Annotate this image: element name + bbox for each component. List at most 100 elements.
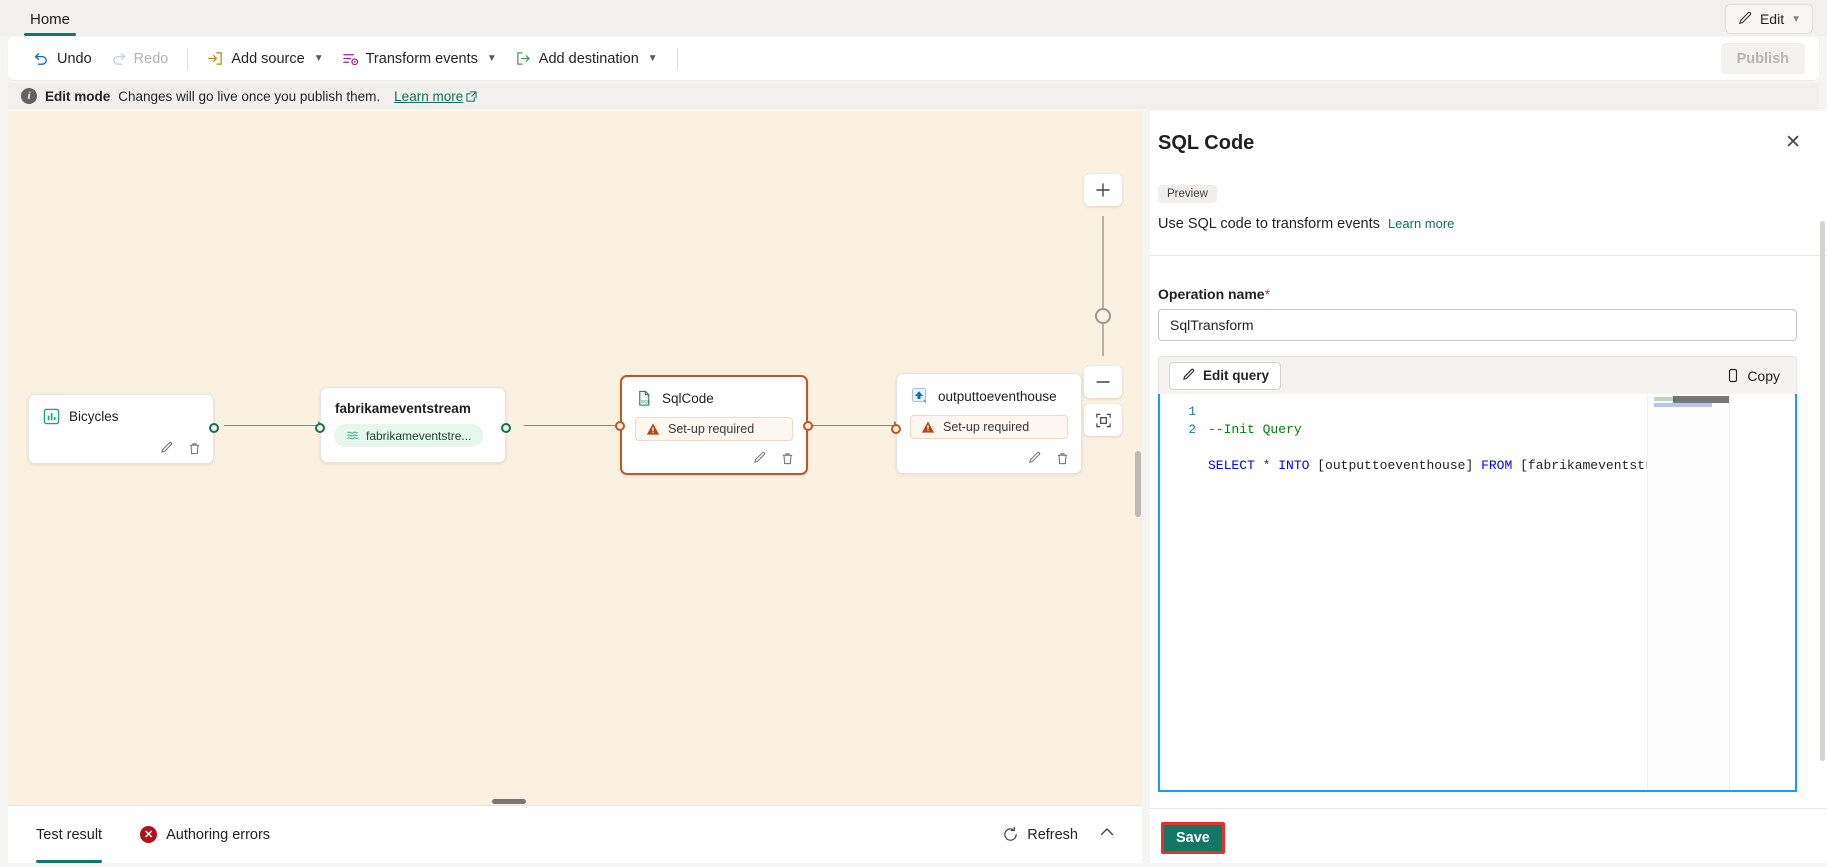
banner-learn-more-label: Learn more: [394, 88, 464, 104]
save-button[interactable]: Save: [1161, 822, 1225, 854]
editor-minimap-slider[interactable]: [1729, 394, 1795, 790]
tab-home[interactable]: Home: [24, 2, 77, 36]
banner-mode-label: Edit mode: [45, 88, 111, 104]
panel-description-text: Use SQL code to transform events: [1158, 216, 1380, 232]
svg-text:SQL: SQL: [641, 399, 651, 405]
edit-button-label: Edit: [1759, 11, 1785, 27]
node-fabrikameventstream-label: fabrikameventstream: [335, 401, 471, 416]
sql-code-editor[interactable]: 1 2 --Init Query SELECT * INTO [outputto…: [1158, 394, 1797, 792]
node-sqlcode-status: Set-up required: [635, 417, 793, 441]
add-destination-label: Add destination: [538, 50, 639, 67]
collapse-panel-button[interactable]: [1094, 819, 1120, 850]
zoom-slider-track: [1102, 216, 1104, 356]
node-sqlcode-label: SqlCode: [662, 391, 714, 406]
operation-name-label: Operation name*: [1158, 286, 1270, 302]
chart-icon: [43, 408, 60, 425]
panel-title: SQL Code: [1158, 132, 1255, 154]
undo-icon: [34, 53, 47, 65]
node-input-port[interactable]: [891, 424, 901, 434]
add-source-button[interactable]: Add source ▼: [198, 44, 332, 74]
eventhouse-icon: [912, 388, 927, 403]
zoom-slider[interactable]: [1084, 212, 1122, 360]
top-tab-strip: Home Edit ▼: [0, 0, 1827, 36]
fit-to-screen-button[interactable]: [1084, 404, 1122, 436]
required-marker: *: [1264, 286, 1271, 302]
command-bar: Undo Redo Add source ▼ Transform eve: [8, 37, 1819, 80]
node-fabrikameventstream[interactable]: fabrikameventstream fabrikameventstre...: [315, 387, 511, 463]
panel-resize-handle[interactable]: [492, 799, 526, 804]
copy-label: Copy: [1747, 367, 1780, 384]
publish-button[interactable]: Publish: [1720, 43, 1805, 74]
delete-icon[interactable]: [780, 451, 795, 466]
add-source-icon: [208, 52, 223, 65]
node-sqlcode-title: SQL SqlCode: [622, 377, 806, 407]
editor-horizontal-scrollbar[interactable]: [1673, 396, 1729, 403]
refresh-button[interactable]: Refresh: [1002, 826, 1078, 843]
editor-line-numbers: 1 2: [1160, 394, 1202, 790]
close-icon[interactable]: ✕: [1785, 132, 1801, 153]
node-outputtoeventhouse[interactable]: outputtoeventhouse Set-up required: [891, 373, 1082, 474]
chevron-down-icon: ▼: [313, 53, 324, 64]
chevron-down-icon: ▼: [1791, 13, 1801, 25]
node-input-port[interactable]: [615, 421, 625, 431]
canvas-vertical-scrollbar[interactable]: [1135, 451, 1141, 517]
node-bicycles[interactable]: Bicycles: [28, 394, 219, 464]
banner-learn-more-link[interactable]: Learn more: [394, 89, 477, 104]
sql-code-panel: SQL Code ✕ Preview Use SQL code to trans…: [1150, 111, 1827, 867]
pencil-icon[interactable]: [159, 441, 174, 456]
plus-icon: [1096, 183, 1110, 197]
node-input-port[interactable]: [315, 423, 325, 433]
pencil-icon[interactable]: [752, 451, 767, 466]
node-output-port[interactable]: [209, 423, 219, 433]
node-stream-pill: fabrikameventstre...: [334, 424, 484, 447]
pencil-icon[interactable]: [1027, 451, 1042, 466]
redo-icon: [112, 53, 125, 65]
node-sqlcode-status-label: Set-up required: [668, 422, 755, 436]
zoom-controls: [1084, 174, 1122, 436]
edit-mode-button[interactable]: Edit ▼: [1724, 4, 1813, 34]
eventstream-canvas[interactable]: Bicycles fabrikameventstream fab: [8, 111, 1142, 805]
panel-footer: Save: [1150, 808, 1827, 867]
panel-divider: [1150, 255, 1827, 256]
panel-learn-more-link[interactable]: Learn more: [1387, 216, 1455, 231]
redo-button[interactable]: Redo: [101, 44, 178, 74]
copy-icon: [1729, 368, 1738, 382]
authoring-errors-label: Authoring errors: [166, 826, 271, 843]
zoom-slider-knob[interactable]: [1095, 308, 1111, 324]
editor-minimap[interactable]: [1647, 394, 1729, 790]
chevron-down-icon: ▼: [486, 53, 497, 64]
external-link-icon: [466, 90, 477, 102]
copy-button[interactable]: Copy: [1719, 368, 1786, 384]
undo-label: Undo: [57, 50, 92, 67]
node-outputtoeventhouse-label: outputtoeventhouse: [938, 388, 1057, 404]
zoom-in-button[interactable]: [1084, 174, 1122, 206]
panel-vertical-scrollbar[interactable]: [1820, 221, 1825, 761]
node-output-port[interactable]: [501, 423, 511, 433]
warning-icon: [646, 423, 660, 435]
zoom-out-button[interactable]: [1084, 366, 1122, 398]
editor-code-content[interactable]: --Init Query SELECT * INTO [outputtoeven…: [1208, 403, 1795, 511]
delete-icon[interactable]: [1055, 451, 1070, 466]
undo-button[interactable]: Undo: [24, 44, 101, 74]
minimap-line: [1654, 397, 1676, 401]
minimap-line: [1654, 403, 1712, 407]
tab-test-result[interactable]: Test result: [36, 806, 103, 863]
edit-query-button[interactable]: Edit query: [1169, 361, 1282, 390]
node-sqlcode[interactable]: SQL SqlCode Set-up required: [615, 375, 813, 475]
transform-events-icon: [342, 54, 358, 66]
add-destination-button[interactable]: Add destination ▼: [506, 44, 667, 74]
operation-name-input[interactable]: [1158, 309, 1797, 341]
publish-label: Publish: [1736, 50, 1789, 67]
node-bicycles-title: Bicycles: [29, 395, 213, 425]
node-output-port[interactable]: [803, 421, 813, 431]
pencil-icon: [1183, 368, 1195, 380]
node-outputtoeventhouse-actions: [1027, 451, 1070, 466]
chevron-down-icon: ▼: [647, 53, 658, 64]
connector-line: [224, 425, 320, 426]
connector-line: [524, 425, 620, 426]
authoring-errors-item[interactable]: ✕ Authoring errors: [140, 826, 270, 843]
delete-icon[interactable]: [187, 441, 202, 456]
chevron-up-icon: [1100, 828, 1114, 836]
transform-events-button[interactable]: Transform events ▼: [333, 44, 506, 74]
